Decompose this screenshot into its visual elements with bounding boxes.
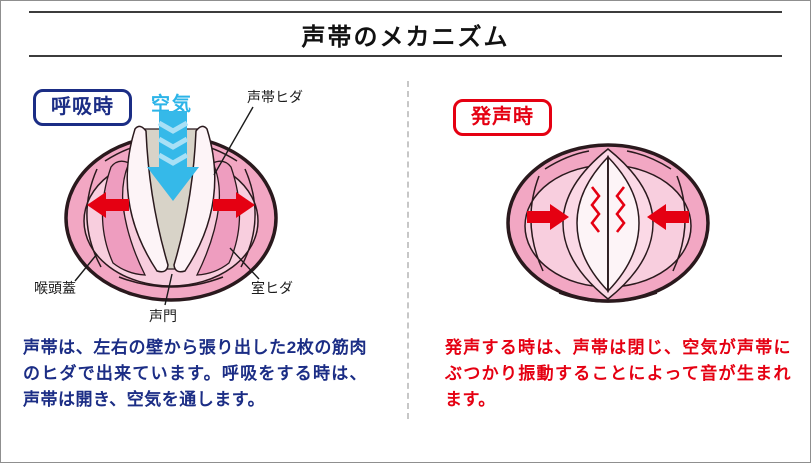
breathing-description: 声帯は、左右の壁から張り出した2枚の筋肉のヒダで出来ています。呼吸をする時は、声… [23,338,367,409]
vocal-fold-left [126,125,169,273]
breathing-diagram [64,106,278,306]
vocal-fold-label: 声帯ヒダ [247,89,303,105]
breathing-badge: 呼吸時 [33,89,132,126]
title-rule-bottom [29,55,782,57]
fold-contour-topright [626,150,672,170]
fold-contour-bottom [558,292,658,303]
air-label: 空気 [151,94,194,115]
glottis-label: 声門 [149,308,177,324]
page-title: 声帯のメカニズム [301,24,510,51]
leader-line-ventricular [229,247,260,280]
air-arrow-stripes [157,120,189,166]
fold-contour-left [86,168,102,268]
title-rule-top [29,11,782,13]
vocal-fold-right [173,125,216,273]
vibration-zigzag-right [615,186,626,233]
fold-contour-left [530,175,544,272]
panel-divider [407,81,409,419]
leader-line-epiglottis [74,253,98,282]
fold-contour-bottom [118,276,224,288]
vibration-zigzag-left [590,186,601,233]
leader-line-glottis [164,273,173,306]
phonation-diagram [506,143,710,303]
phonation-badge: 発声時 [453,99,552,136]
fold-contour-right [240,168,256,268]
epiglottis-label: 喉頭蓋 [34,280,76,296]
fold-contour-topleft [544,150,590,170]
fold-contour-right [672,175,686,272]
close-arrow-left [527,204,569,230]
phonation-description: 発声する時は、声帯は閉じ、空気が声帯にぶつかり振動することによって音が生まれます… [445,338,791,409]
ventricular-fold-label: 室ヒダ [251,280,293,296]
air-arrow [147,111,199,201]
open-arrow-left [87,192,129,218]
open-arrow-right [213,192,255,218]
close-arrow-right [647,204,689,230]
leader-line-vocal-fold [213,106,254,176]
